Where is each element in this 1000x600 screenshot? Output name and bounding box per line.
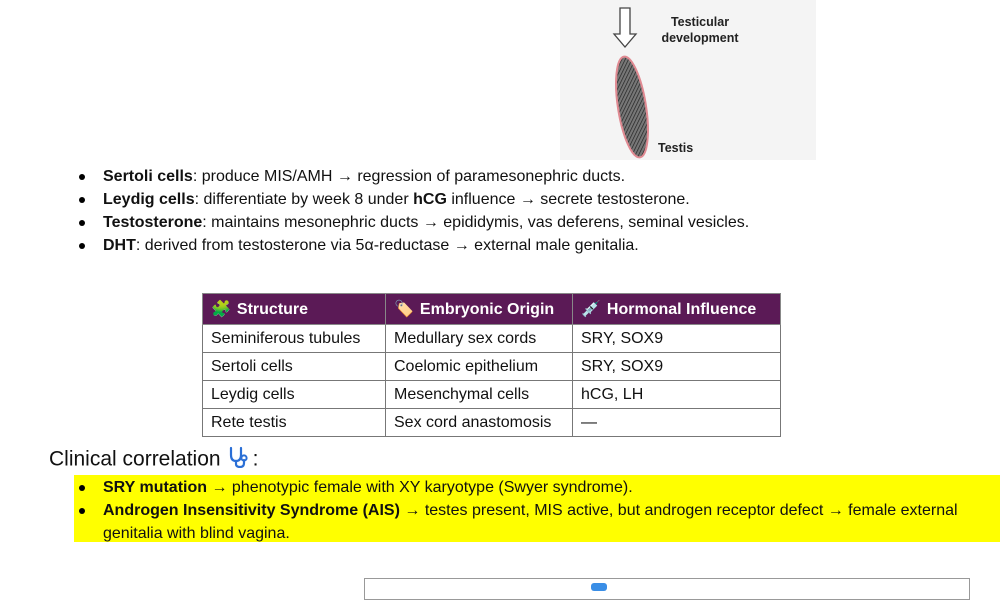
header-structure: 🧩Structure <box>202 293 386 325</box>
syringe-icon: 💉 <box>581 301 601 318</box>
list-item: Testosterone: maintains mesonephric duct… <box>76 211 749 234</box>
header-hormonal-influence: 💉Hormonal Influence <box>572 293 781 325</box>
clinical-bullet-list: SRY mutation → phenotypic female with XY… <box>76 476 1000 545</box>
table-header-row: 🧩Structure 🏷️Embryonic Origin 💉Hormonal … <box>202 293 781 325</box>
testis-figure: Testicular development Testis <box>560 0 816 160</box>
puzzle-icon: 🧩 <box>211 301 231 318</box>
table-cell: hCG, LH <box>572 380 781 409</box>
clinical-correlation-heading: Clinical correlation: <box>49 446 258 474</box>
table-cell: Seminiferous tubules <box>202 324 386 353</box>
figure-label-testis: Testis <box>658 141 694 155</box>
table-row: Seminiferous tubules Medullary sex cords… <box>202 324 781 353</box>
table-cell: Medullary sex cords <box>385 324 573 353</box>
list-item: Sertoli cells: produce MIS/AMH → regress… <box>76 165 749 188</box>
stethoscope-icon <box>227 446 251 474</box>
next-section-box <box>364 578 970 600</box>
emoji-icon <box>591 583 607 591</box>
clinical-highlight <box>74 475 1000 542</box>
table-cell: Coelomic epithelium <box>385 352 573 381</box>
table-cell: Mesenchymal cells <box>385 380 573 409</box>
structure-table: 🧩Structure 🏷️Embryonic Origin 💉Hormonal … <box>202 293 781 437</box>
table-cell: Sex cord anastomosis <box>385 408 573 437</box>
testis-diagram <box>612 7 649 159</box>
list-item: Androgen Insensitivity Syndrome (AIS) → … <box>76 499 1000 545</box>
table-row: Sertoli cells Coelomic epithelium SRY, S… <box>202 352 781 381</box>
cell-bullet-list: Sertoli cells: produce MIS/AMH → regress… <box>76 165 749 257</box>
table-cell: Rete testis <box>202 408 386 437</box>
list-item: Leydig cells: differentiate by week 8 un… <box>76 188 749 211</box>
down-arrow-icon <box>612 7 638 49</box>
testis-shape <box>615 55 649 159</box>
table-cell: SRY, SOX9 <box>572 324 781 353</box>
header-embryonic-origin: 🏷️Embryonic Origin <box>385 293 573 325</box>
table-cell: SRY, SOX9 <box>572 352 781 381</box>
table-row: Leydig cells Mesenchymal cells hCG, LH <box>202 380 781 409</box>
table-cell: — <box>572 408 781 437</box>
figure-label-top: Testicular development <box>661 15 739 45</box>
tag-icon: 🏷️ <box>394 301 414 318</box>
table-row: Rete testis Sex cord anastomosis — <box>202 408 781 437</box>
table-cell: Leydig cells <box>202 380 386 409</box>
list-item: SRY mutation → phenotypic female with XY… <box>76 476 1000 499</box>
table-cell: Sertoli cells <box>202 352 386 381</box>
list-item: DHT: derived from testosterone via 5α-re… <box>76 234 749 257</box>
